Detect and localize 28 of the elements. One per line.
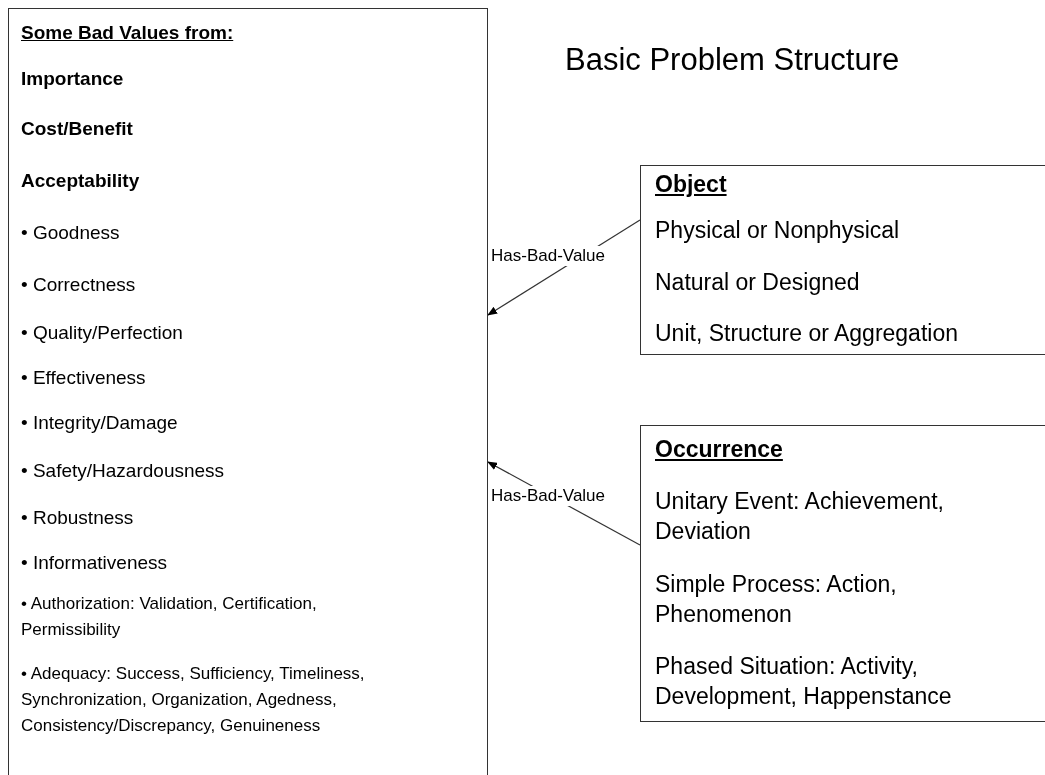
list-item: • Authorization: Validation, Certification, Permissibility — [21, 593, 318, 641]
list-item: • Safety/Hazardousness — [21, 459, 226, 483]
list-item: • Informativeness — [21, 551, 169, 575]
edge-label: Has-Bad-Value — [490, 486, 607, 506]
list-item: • Goodness — [21, 221, 121, 245]
box-text: Simple Process: Action, Phenomenon — [655, 570, 898, 629]
text-box — [640, 425, 1045, 722]
list-item: • Correctness — [21, 273, 137, 297]
list-item: • Integrity/Damage — [21, 411, 179, 435]
list-item: • Effectiveness — [21, 366, 147, 390]
list-item: • Adequacy: Success, Sufficiency, Timeliness, Synchronization, Organization, Agedness, Consistency/Discrepancy, Genuineness — [21, 663, 366, 737]
box-heading: Some Bad Values from: — [21, 21, 235, 45]
edge-label: Has-Bad-Value — [490, 246, 607, 266]
list-item: • Robustness — [21, 506, 135, 530]
box-heading: Object — [655, 170, 728, 199]
list-item: • Quality/Perfection — [21, 321, 184, 345]
list-item: Importance — [21, 67, 125, 91]
box-text: Unit, Structure or Aggregation — [655, 319, 959, 348]
box-text: Physical or Nonphysical — [655, 216, 901, 245]
list-item: Acceptability — [21, 169, 141, 193]
text-box — [8, 8, 488, 775]
box-text: Unitary Event: Achievement, Deviation — [655, 487, 945, 546]
box-text: Natural or Designed — [655, 268, 861, 297]
list-item: Cost/Benefit — [21, 117, 134, 141]
text-box — [640, 165, 1045, 355]
box-text: Phased Situation: Activity, Development, Happenstance — [655, 652, 953, 711]
box-heading: Occurrence — [655, 435, 784, 464]
diagram-title: Basic Problem Structure — [565, 42, 900, 78]
